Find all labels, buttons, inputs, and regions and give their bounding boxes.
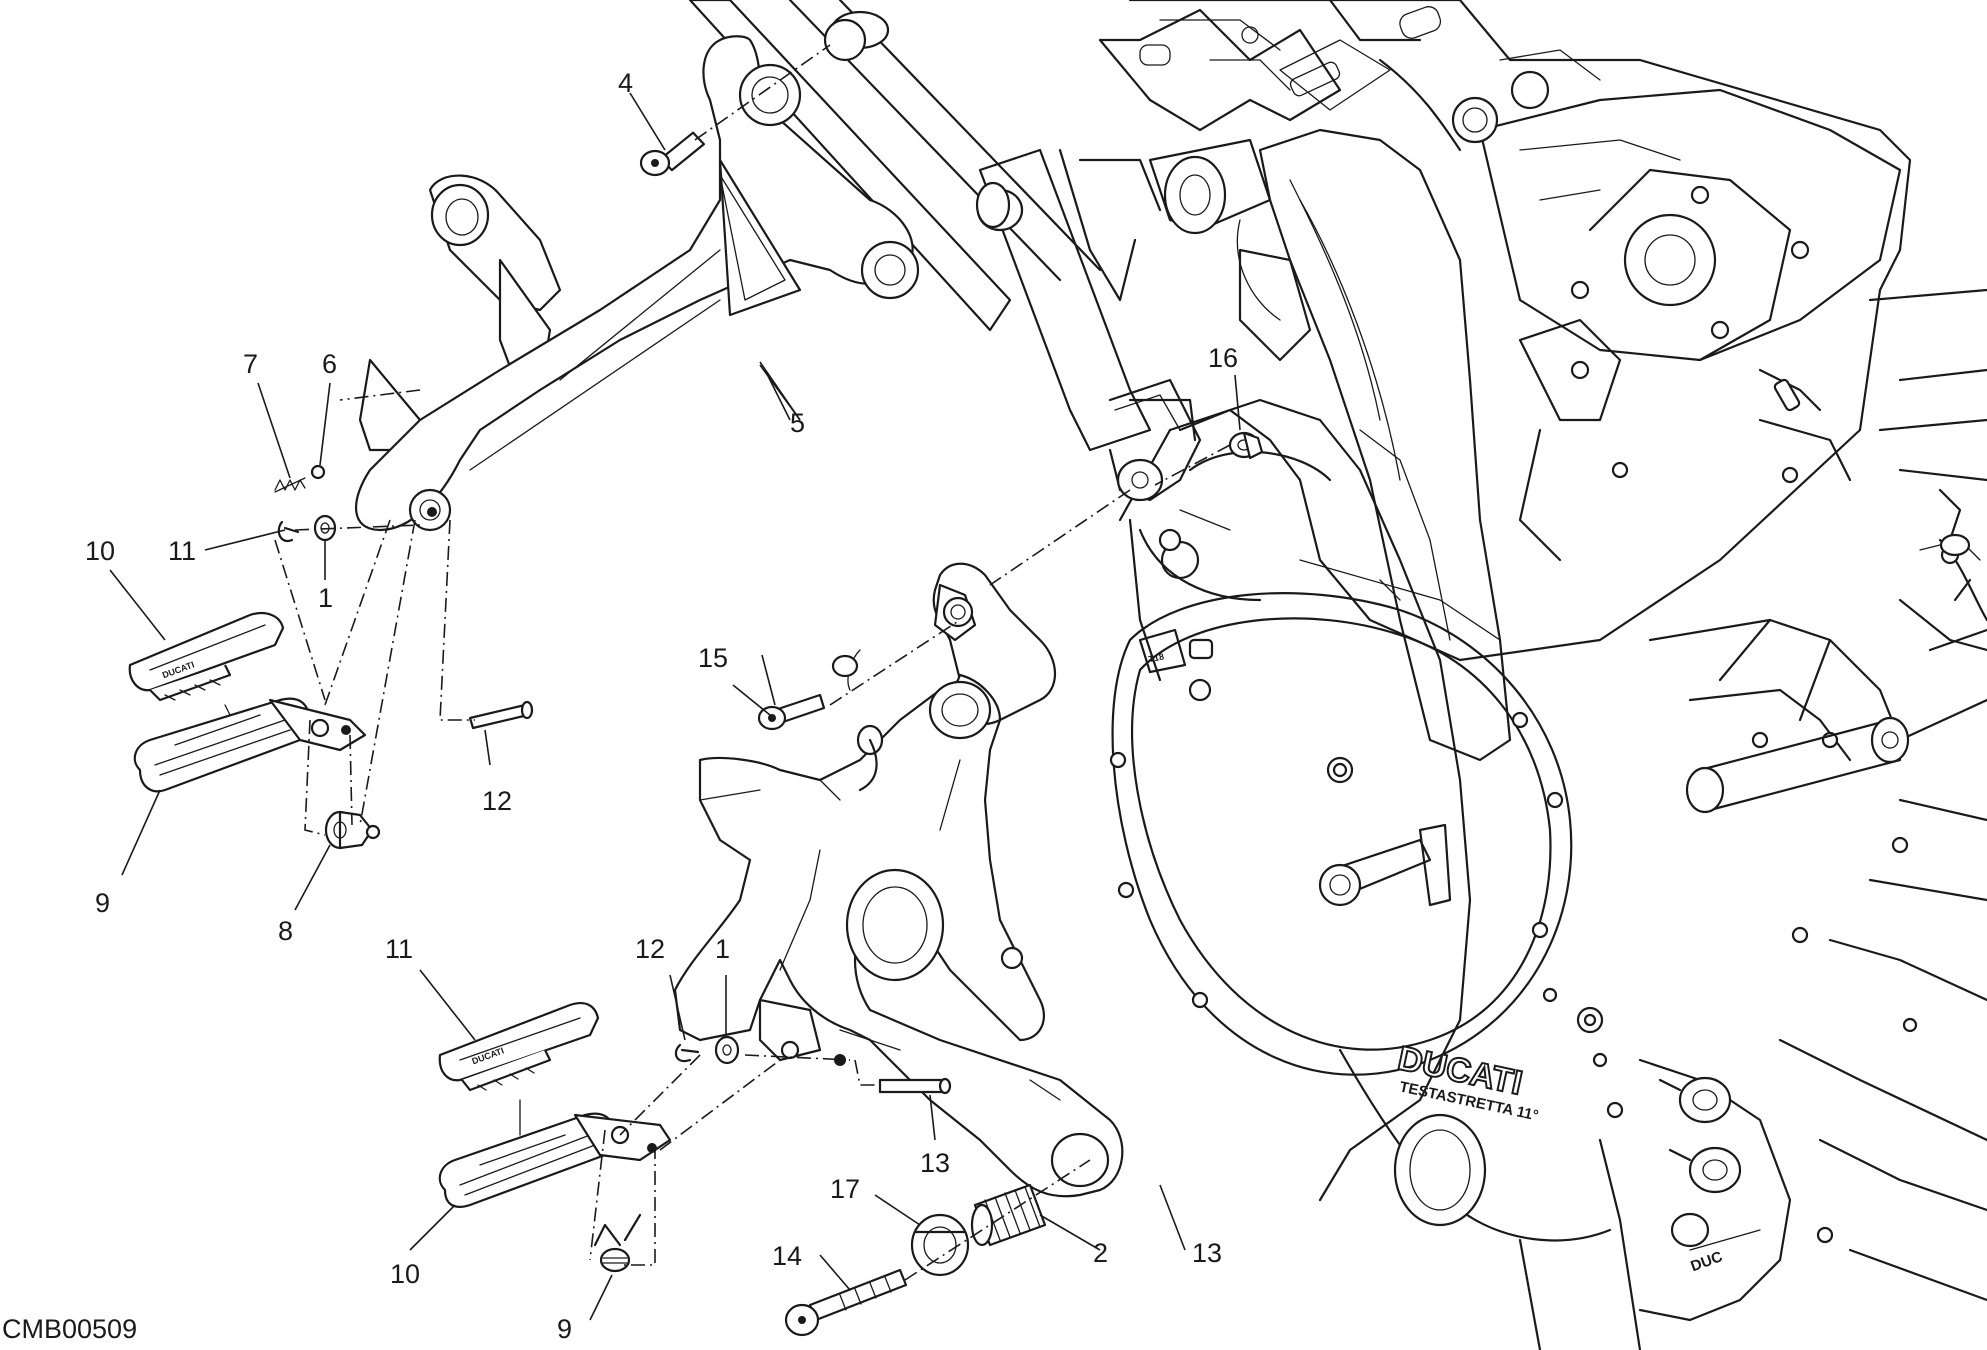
passenger-footpeg-bracket	[355, 18, 1011, 532]
callout-3: 4	[618, 68, 633, 98]
ball-5	[310, 464, 326, 480]
callout-7: 8	[278, 916, 293, 946]
bolt-3	[639, 131, 706, 177]
cover-bolts	[1109, 711, 1564, 1009]
spring-6	[274, 477, 306, 493]
callout-9-upper: 9	[95, 888, 110, 918]
callout-10-lower: 11	[385, 934, 413, 964]
callout-6: 7	[243, 349, 258, 379]
brake-spring-2	[970, 1183, 1047, 1247]
callout-13: 13	[1192, 1238, 1222, 1268]
callout-15: 15	[698, 643, 728, 673]
callout-16: 16	[1208, 343, 1238, 373]
bushing-17	[910, 1213, 970, 1277]
spacer-7	[324, 810, 381, 850]
callout-5: 6	[322, 349, 337, 379]
footpeg-9-lower	[438, 1112, 672, 1208]
washer-1-lower	[714, 1035, 740, 1065]
callout-1-upper: 1	[318, 583, 333, 613]
callout-17: 17	[830, 1174, 860, 1204]
spacer-16	[1228, 431, 1264, 460]
engine-assembly: T18 DUCATI TESTASTRETTA 11° DUC	[688, 0, 1987, 1350]
callout-12-upper: 12	[482, 786, 512, 816]
oil-fittings	[1658, 1076, 1742, 1248]
callout-4: 5	[790, 408, 805, 438]
pin-12-upper	[468, 700, 534, 730]
callout-11-lower: 12	[635, 934, 665, 964]
casting-mark: T18	[1148, 651, 1165, 664]
callout-8: 9	[557, 1314, 572, 1344]
engine-brand-partial: DUC	[1688, 1248, 1725, 1275]
footpeg-9-upper	[133, 697, 367, 793]
callout-11-upper: 11	[168, 536, 196, 566]
callout-9-lower: 10	[390, 1259, 420, 1289]
rider-footpeg-bracket	[673, 562, 1124, 1198]
callout-2: 2	[1093, 1238, 1108, 1268]
callout-labels: 4 5 6 7 10 11 1 9 8 12 16 15 11 12 1 10 …	[85, 68, 1238, 1344]
pin-12-lower	[878, 1077, 952, 1095]
callout-1-lower: 1	[715, 934, 730, 964]
callout-10-upper: 10	[85, 536, 115, 566]
assembly-lines	[224, 44, 1231, 1281]
footpeg-rubber-10-upper: DUCATI	[128, 611, 285, 702]
engine-logo: DUCATI TESTASTRETTA 11°	[1394, 1038, 1540, 1124]
bolt-15	[757, 693, 826, 731]
bolt-14	[784, 1268, 908, 1337]
drawing-code: CMB00509	[2, 1314, 137, 1344]
callout-12-lower: 13	[920, 1148, 950, 1178]
callout-14: 14	[772, 1241, 802, 1271]
footpeg-rubber-10-lower: DUCATI	[438, 1001, 600, 1092]
clip-11-lower	[674, 1043, 700, 1063]
torsion-spring-8	[593, 1213, 642, 1273]
clip-11-upper	[277, 520, 300, 543]
callout-leaders	[109, 92, 1241, 1321]
